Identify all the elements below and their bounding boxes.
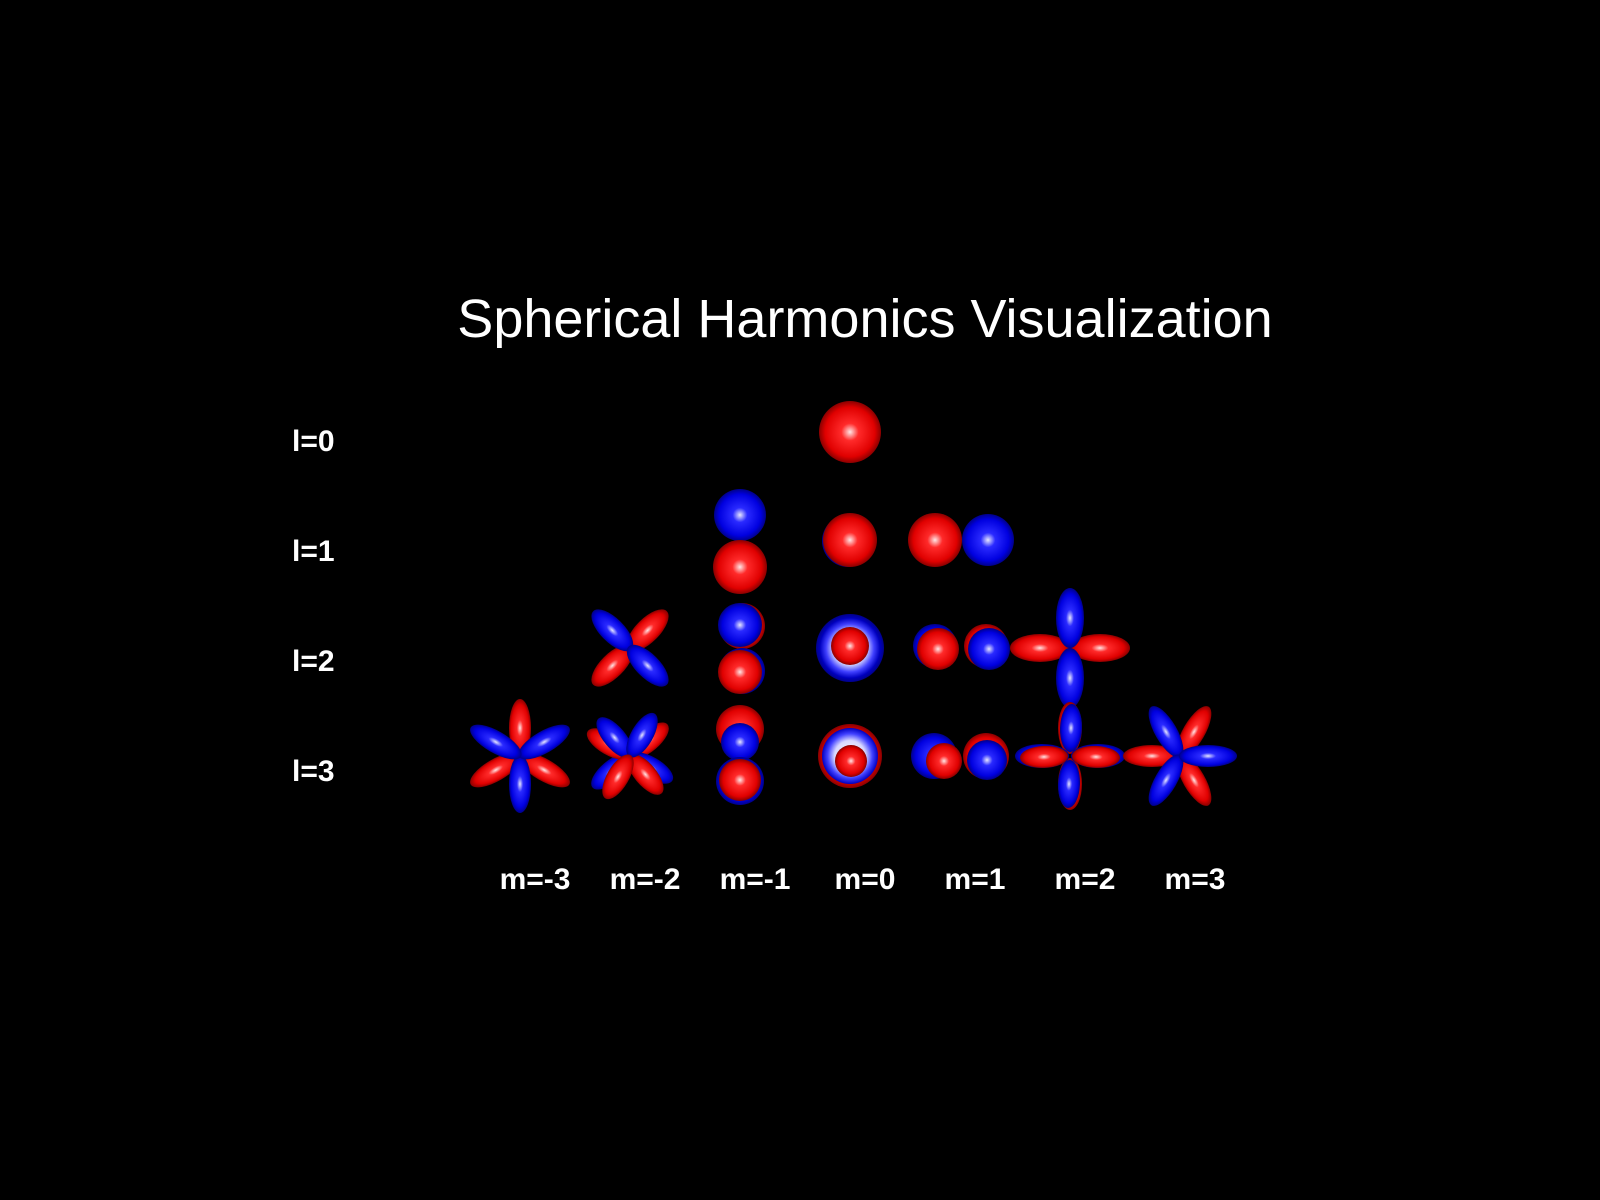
lobe-negative — [714, 489, 766, 541]
lobe-positive — [626, 609, 669, 652]
lobe-positive — [1072, 745, 1120, 768]
harmonic-l3-m1 — [911, 733, 1009, 780]
harmonic-l0-m0 — [819, 401, 881, 463]
harmonic-l2-m0 — [816, 614, 884, 682]
harmonic-l1-m1 — [908, 513, 1014, 567]
lobe-positive — [835, 745, 867, 777]
row-label-l3: l=3 — [292, 755, 335, 788]
page-title: Spherical Harmonics Visualization — [457, 289, 1273, 349]
column-label-m-neg3: m=-3 — [499, 863, 571, 896]
lobe-positive — [1020, 745, 1068, 768]
lobe-negative — [1148, 706, 1184, 758]
harmonic-l1-m0 — [822, 513, 877, 567]
harmonic-l3-m2 — [1015, 702, 1125, 810]
lobe-positive — [591, 644, 634, 687]
lobe-positive — [1070, 634, 1130, 662]
lobe-positive — [1176, 754, 1212, 806]
lobe-positive — [819, 401, 881, 463]
lobe-negative — [718, 603, 762, 647]
lobe-negative — [626, 644, 669, 687]
lobe-negative — [509, 755, 531, 813]
lobe-negative — [721, 723, 759, 761]
harmonic-l3-mneg1 — [716, 705, 764, 805]
lobe-positive — [926, 743, 962, 779]
column-label-m0: m=0 — [834, 863, 896, 896]
lobe-negative — [968, 628, 1010, 670]
lobe-negative — [1179, 745, 1237, 767]
column-label-m1: m=1 — [944, 863, 1006, 896]
harmonic-l3-mneg2 — [586, 712, 674, 800]
row-label-l0: l=0 — [292, 425, 335, 458]
lobe-positive — [713, 540, 767, 594]
column-label-m2: m=2 — [1054, 863, 1116, 896]
lobe-negative — [1056, 648, 1084, 708]
column-label-m-neg1: m=-1 — [719, 863, 791, 896]
lobe-positive — [1010, 634, 1070, 662]
lobe-positive — [1176, 706, 1212, 758]
column-label-m3: m=3 — [1164, 863, 1226, 896]
lobe-positive — [627, 753, 664, 795]
lobe-negative — [596, 717, 633, 759]
column-label-m-neg2: m=-2 — [609, 863, 681, 896]
lobe-negative — [470, 724, 522, 760]
lobe-negative — [518, 724, 570, 760]
harmonic-l3-mneg3 — [470, 699, 570, 813]
lobe-negative — [591, 609, 634, 652]
lobe-negative — [1059, 704, 1083, 752]
lobe-positive — [718, 650, 762, 694]
lobe-negative — [962, 514, 1014, 566]
harmonic-l2-mneg2 — [591, 609, 669, 687]
lobe-negative — [1057, 760, 1081, 808]
lobe-positive — [823, 513, 877, 567]
harmonic-l3-m3 — [1123, 706, 1237, 806]
lobe-positive — [831, 627, 869, 665]
harmonic-l2-m2 — [1010, 588, 1130, 708]
harmonic-l1-mneg1 — [713, 489, 767, 594]
lobe-positive — [719, 759, 761, 801]
lobe-positive — [470, 752, 522, 788]
lobe-negative — [626, 712, 658, 758]
row-label-l1: l=1 — [292, 535, 335, 568]
lobe-positive — [602, 754, 634, 800]
lobe-positive — [917, 628, 959, 670]
lobe-positive — [518, 752, 570, 788]
lobe-positive — [908, 513, 962, 567]
harmonic-l3-m0 — [818, 724, 882, 788]
lobe-negative — [1056, 588, 1084, 648]
row-label-l2: l=2 — [292, 645, 335, 678]
harmonic-l2-m1 — [913, 624, 1010, 670]
harmonic-l2-mneg1 — [718, 603, 765, 694]
lobe-negative — [967, 740, 1007, 780]
lobe-negative — [1148, 754, 1184, 806]
